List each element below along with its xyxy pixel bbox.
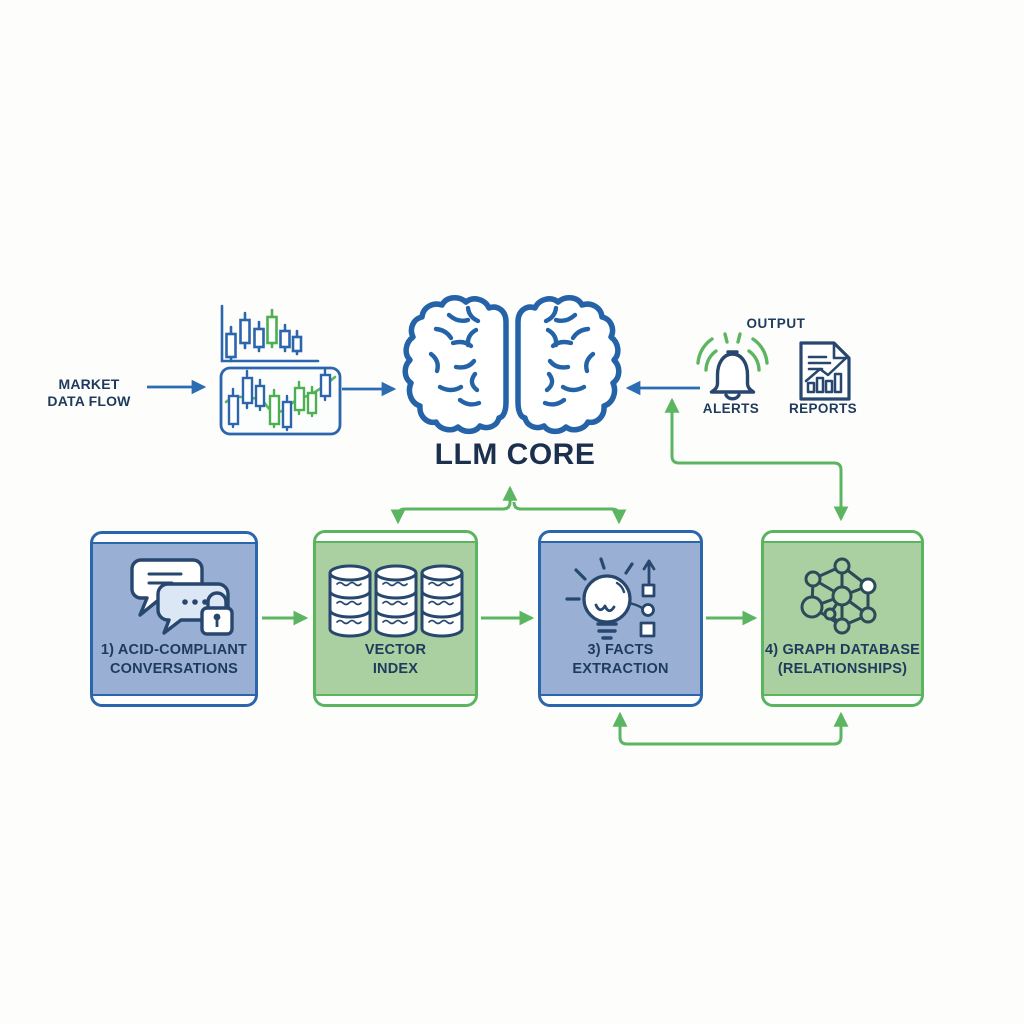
arrow-llm-to-vector-index bbox=[390, 485, 518, 525]
card-4-label-line2: (RELATIONSHIPS) bbox=[777, 661, 908, 678]
card-3-label: 3) FACTS EXTRACTION bbox=[541, 641, 700, 679]
card-2-label-line1: VECTOR bbox=[364, 642, 427, 659]
bell-icon bbox=[696, 332, 769, 401]
card-4-label-line1: 4) GRAPH DATABASE bbox=[764, 642, 921, 659]
card-4-fill: 4) GRAPH DATABASE (RELATIONSHIPS) bbox=[764, 541, 921, 696]
llm-core-label: LLM CORE bbox=[434, 438, 596, 471]
graph-network-icon bbox=[800, 557, 876, 635]
market-label-line2: DATA FLOW bbox=[47, 393, 131, 410]
report-document-icon bbox=[799, 341, 851, 401]
output-title: OUTPUT bbox=[746, 316, 806, 331]
card-1-fill: 1) ACID-COMPLIANT CONVERSATIONS bbox=[93, 542, 255, 696]
card-1-label-line2: CONVERSATIONS bbox=[109, 661, 238, 678]
card-2-label-line2: INDEX bbox=[372, 661, 419, 678]
card-1-label: 1) ACID-COMPLIANT CONVERSATIONS bbox=[93, 641, 255, 679]
reports-label: REPORTS bbox=[788, 401, 858, 416]
chat-lock-icon bbox=[130, 558, 234, 636]
card-vector-index: VECTOR INDEX bbox=[313, 530, 478, 707]
market-data-flow-label: MARKET DATA FLOW bbox=[24, 376, 154, 410]
candlestick-chart-icon bbox=[220, 304, 320, 363]
lightbulb-icon bbox=[564, 557, 655, 640]
card-acid-compliant-conversations: 1) ACID-COMPLIANT CONVERSATIONS bbox=[90, 531, 258, 707]
card-1-label-line1: 1) ACID-COMPLIANT bbox=[100, 642, 248, 659]
card-graph-database: 4) GRAPH DATABASE (RELATIONSHIPS) bbox=[761, 530, 924, 707]
arrow-llm-to-graph-database bbox=[664, 397, 849, 522]
card-facts-extraction: 3) FACTS EXTRACTION bbox=[538, 530, 703, 707]
card-3-label-line2: EXTRACTION bbox=[572, 661, 669, 678]
card-3-label-line1: 3) FACTS bbox=[587, 642, 654, 659]
card-2-label: VECTOR INDEX bbox=[316, 641, 475, 679]
card-2-fill: VECTOR INDEX bbox=[316, 541, 475, 696]
database-cylinders-icon bbox=[328, 564, 463, 638]
market-label-line1: MARKET bbox=[58, 376, 120, 392]
card-4-label: 4) GRAPH DATABASE (RELATIONSHIPS) bbox=[764, 641, 921, 679]
alerts-label: ALERTS bbox=[702, 401, 760, 416]
card-3-fill: 3) FACTS EXTRACTION bbox=[541, 541, 700, 696]
candlestick-panel-icon bbox=[219, 366, 342, 436]
arrow-llm-to-facts-extraction bbox=[512, 501, 627, 525]
arrow-facts-graph-feedback bbox=[612, 711, 849, 746]
brain-icon bbox=[402, 295, 622, 435]
